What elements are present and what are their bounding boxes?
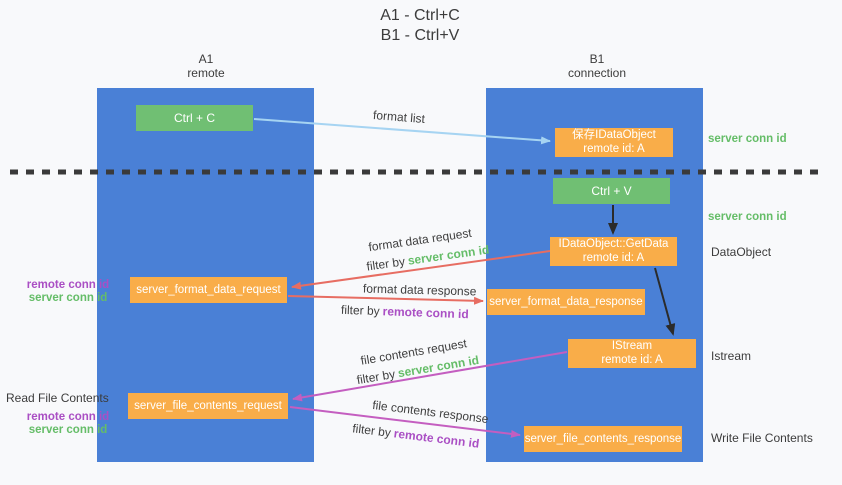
- read-file-contents-label: Read File Contents: [6, 391, 109, 405]
- server-file-contents-request-label: server_file_contents_request: [134, 400, 282, 412]
- istream-line2: remote id: A: [601, 353, 663, 366]
- lane-header-b1: B1 connection: [537, 52, 657, 80]
- lane-header-a1: A1 remote: [146, 52, 266, 80]
- title-line-1: A1 - Ctrl+C: [380, 7, 460, 24]
- server-conn-id-label: server conn id: [28, 292, 108, 304]
- getdata-to-istream-arrow: [654, 267, 676, 336]
- server-format-data-response-box: server_format_data_response: [487, 289, 645, 315]
- istream-line1: IStream: [611, 340, 653, 352]
- format-list-arrow: [253, 118, 551, 145]
- server-conn-id-label-mid: server conn id: [708, 211, 787, 223]
- getdata-line2: remote id: A: [582, 251, 645, 264]
- diagram-title: A1 - Ctrl+C B1 - Ctrl+V: [290, 6, 550, 46]
- getdata-box: IDataObject::GetData remote id: A: [550, 237, 677, 266]
- lane-a1-name: A1: [198, 52, 214, 66]
- ctrl-v-label: Ctrl + V: [591, 184, 632, 198]
- ctrl-c-box: Ctrl + C: [136, 105, 253, 131]
- left-conn-id-pair-1: remote conn id server conn id: [18, 279, 118, 305]
- ctrl-v-box: Ctrl + V: [553, 178, 670, 204]
- remote-conn-id-text: remote conn id: [382, 304, 469, 322]
- server-format-data-response-label: server_format_data_response: [489, 296, 643, 308]
- server-format-data-request-label: server_format_data_request: [136, 284, 281, 296]
- title-line-2: B1 - Ctrl+V: [380, 27, 460, 44]
- istream-side-label: Istream: [711, 349, 752, 363]
- save-idataobject-line1: 保存IDataObject: [572, 129, 656, 141]
- write-file-contents-label: Write File Contents: [711, 431, 813, 445]
- server-file-contents-response-label: server_file_contents_response: [524, 433, 682, 445]
- server-file-contents-response-box: server_file_contents_response: [524, 426, 682, 452]
- lane-b1-subtitle: connection: [567, 66, 627, 80]
- file-contents-response-arrow: [289, 406, 521, 438]
- ctrl-c-label: Ctrl + C: [173, 111, 215, 125]
- getdata-line1: IDataObject::GetData: [558, 238, 669, 250]
- format-data-request-arrow: [291, 250, 551, 290]
- lane-b1-name: B1: [589, 52, 605, 66]
- server-conn-id-label-top: server conn id: [708, 133, 787, 145]
- server-conn-id-label: server conn id: [28, 424, 108, 436]
- remote-conn-id-label: remote conn id: [26, 411, 110, 423]
- file-contents-request-arrow: [292, 351, 568, 402]
- server-file-contents-request-box: server_file_contents_request: [128, 393, 288, 419]
- format-data-response-arrow: [287, 295, 484, 305]
- filter-by-text: filter by: [340, 302, 380, 319]
- istream-box: IStream remote id: A: [568, 339, 696, 368]
- format-data-response-annotation: format data response: [362, 281, 477, 299]
- remote-conn-id-label: remote conn id: [26, 279, 110, 291]
- lane-a1-subtitle: remote: [187, 66, 225, 80]
- dataobject-label: DataObject: [711, 245, 772, 259]
- save-idataobject-line2: remote id: A: [583, 142, 645, 155]
- save-idataobject-box: 保存IDataObject remote id: A: [555, 128, 673, 157]
- server-format-data-request-box: server_format_data_request: [130, 277, 287, 303]
- left-conn-id-pair-2: remote conn id server conn id: [18, 411, 118, 437]
